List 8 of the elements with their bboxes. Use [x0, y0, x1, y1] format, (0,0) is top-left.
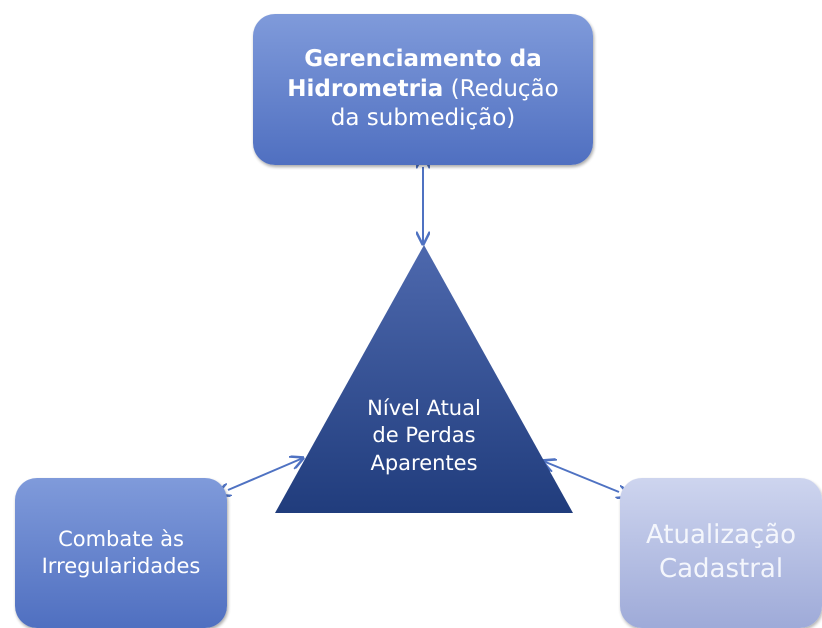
rounded-box	[15, 478, 227, 628]
node-label: Combate às Irregularidades	[40, 526, 202, 580]
node-label: Gerenciamento da Hidrometria (Redução da submedição)	[286, 44, 560, 134]
rounded-box	[620, 478, 822, 628]
node-label: Atualização Cadastral	[644, 519, 798, 586]
triangle-node	[275, 245, 573, 513]
rounded-box	[253, 14, 593, 165]
node-label: Nível Atual de Perdas Aparentes	[366, 395, 482, 477]
